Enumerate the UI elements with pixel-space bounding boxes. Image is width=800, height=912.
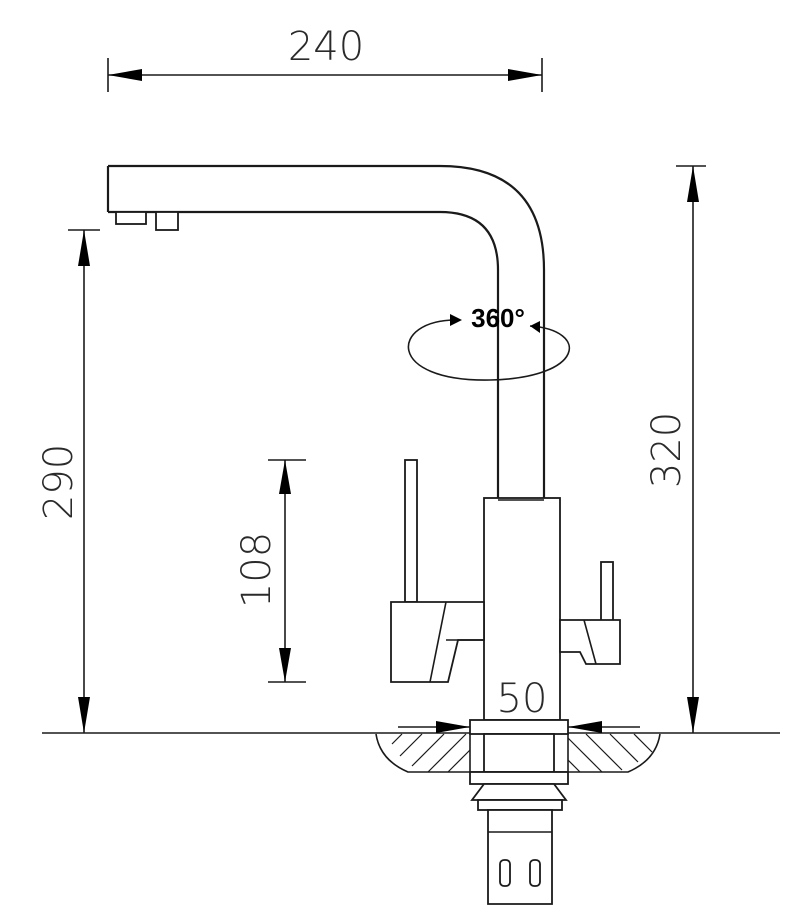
dimension-108: 108: [234, 459, 306, 683]
dimension-320: 320: [644, 165, 706, 733]
mounting-nut: [469, 771, 569, 811]
dimension-320-label: 320: [644, 412, 690, 488]
dimension-50-label: 50: [497, 676, 548, 722]
dimension-240: 240: [107, 24, 543, 92]
nozzle-left: [115, 211, 147, 225]
faucet-body: [390, 459, 621, 735]
base-collar: [469, 719, 569, 735]
spout: [106, 164, 546, 500]
dimension-108-label: 108: [234, 532, 280, 608]
right-handle-lever: [600, 561, 614, 623]
dimension-290: 290: [36, 229, 100, 733]
rotation-label: 360°: [471, 303, 525, 333]
connector-slot-left: [499, 859, 511, 887]
mounting-flange: [375, 733, 661, 773]
rotation-indicator: 360°: [407, 303, 570, 381]
connector-slot-right: [529, 859, 541, 887]
nozzle-right: [155, 211, 179, 231]
dimension-290-label: 290: [36, 444, 82, 520]
hose-connector: [487, 809, 553, 905]
dimension-50: 50: [398, 676, 640, 733]
left-handle-lever: [404, 459, 418, 603]
dimension-240-label: 240: [288, 24, 364, 70]
